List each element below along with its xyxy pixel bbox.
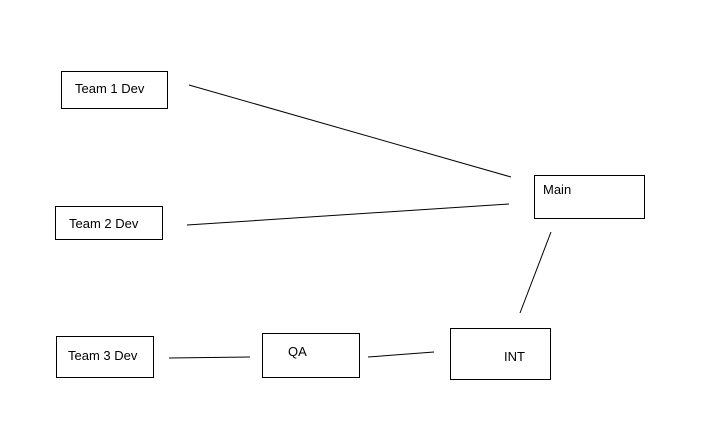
connector-team3-qa	[168, 356, 251, 359]
node-label: Team 3 Dev	[68, 348, 138, 363]
connector-team1-main	[188, 84, 512, 178]
node-label: Team 1 Dev	[75, 81, 145, 96]
node-label: QA	[288, 344, 307, 359]
node-team-3-dev: Team 3 Dev	[56, 336, 154, 378]
node-label: Team 2 Dev	[69, 216, 139, 231]
node-qa: QA	[262, 333, 360, 378]
connector-team2-main	[186, 203, 510, 226]
node-team-1-dev: Team 1 Dev	[61, 71, 168, 109]
node-team-2-dev: Team 2 Dev	[55, 206, 163, 240]
node-label: Main	[543, 182, 572, 197]
connector-int-main	[519, 231, 552, 314]
node-int: INT	[450, 328, 551, 380]
node-main: Main	[534, 175, 645, 219]
node-label: INT	[504, 349, 525, 364]
connector-qa-int	[367, 351, 435, 358]
